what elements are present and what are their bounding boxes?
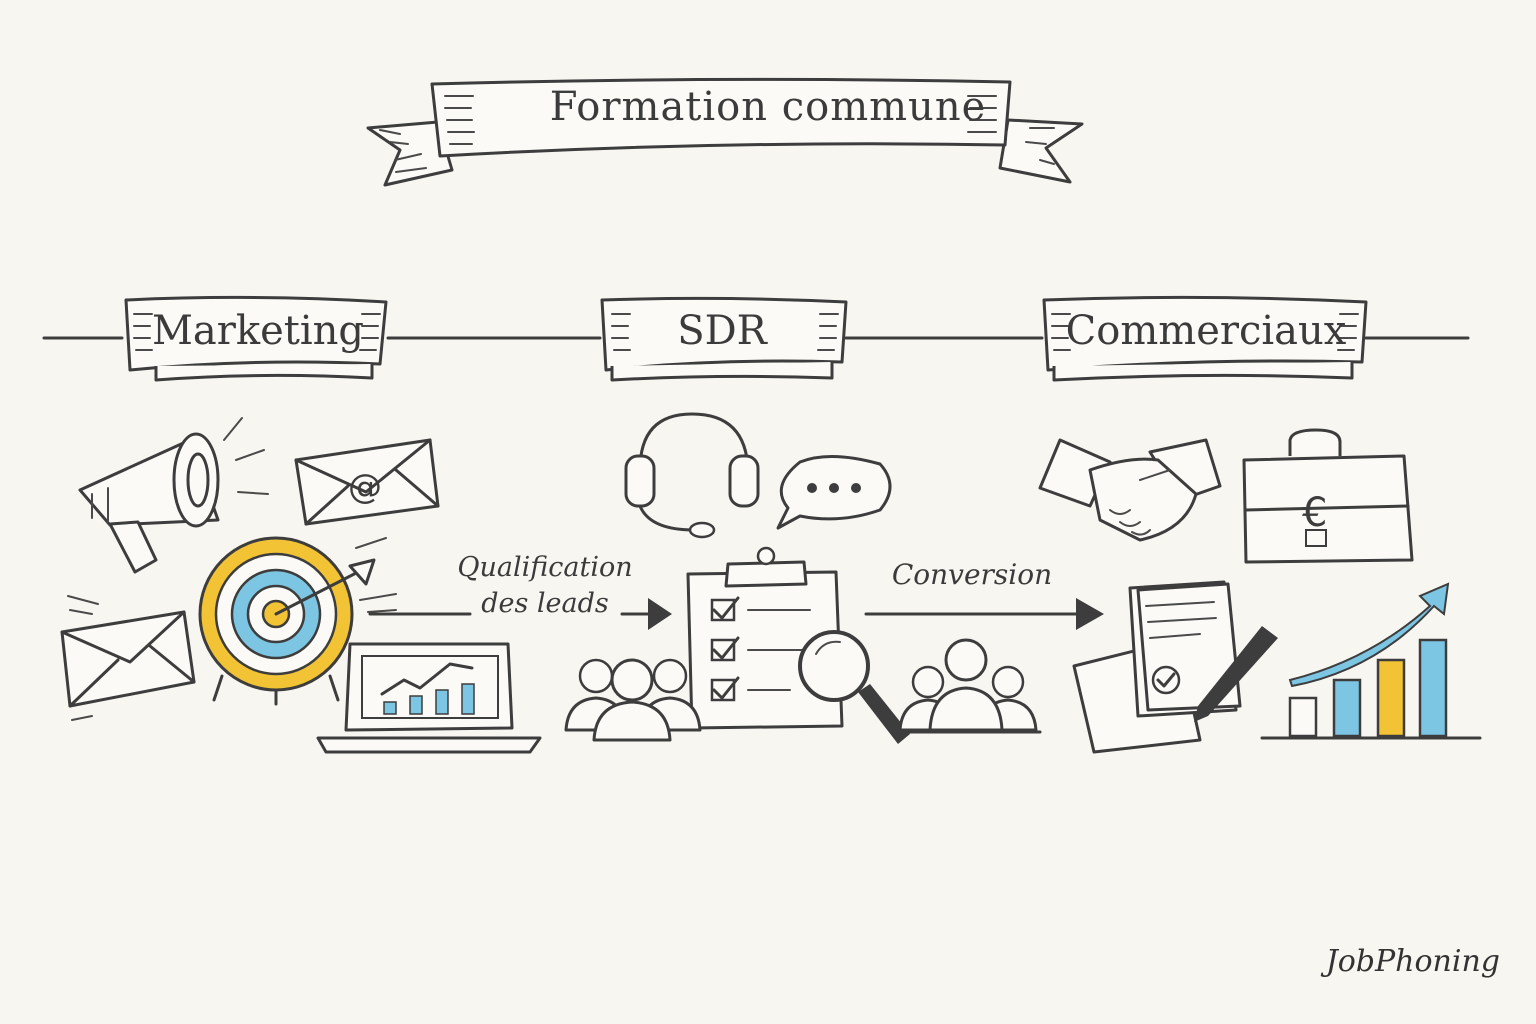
arrow-conversion bbox=[864, 598, 1104, 630]
magnifier-icon bbox=[798, 630, 910, 744]
diagram-title: Formation commune bbox=[549, 84, 987, 130]
headset-icon bbox=[624, 412, 760, 539]
laptop-chart-icon bbox=[316, 642, 542, 754]
envelope-icon bbox=[60, 595, 196, 721]
svg-text:@: @ bbox=[348, 467, 382, 507]
svg-text:€: € bbox=[1302, 490, 1327, 536]
growth-chart-icon bbox=[1260, 582, 1482, 740]
stage-banner-commerciaux bbox=[1042, 295, 1368, 382]
speech-bubble-icon bbox=[776, 455, 892, 530]
target-arrow-icon bbox=[198, 536, 397, 706]
people-group-icon bbox=[894, 638, 1042, 734]
stage-label-marketing: Marketing bbox=[151, 308, 365, 354]
stage-label-sdr: SDR bbox=[677, 308, 767, 354]
handshake-icon bbox=[1038, 438, 1222, 542]
briefcase-euro-icon: € bbox=[1242, 428, 1414, 564]
flow-label-qualification-line2: des leads bbox=[481, 588, 609, 619]
flow-label-qualification: Qualification des leads bbox=[457, 550, 632, 622]
checklist-clipboard-icon bbox=[686, 546, 844, 730]
megaphone-icon bbox=[78, 417, 269, 574]
signed-contract-icon bbox=[1072, 580, 1278, 754]
stage-banner-sdr bbox=[600, 296, 848, 382]
stage-label-commerciaux: Commerciaux bbox=[1065, 308, 1347, 354]
stage-banner-marketing bbox=[124, 295, 388, 382]
flow-label-conversion: Conversion bbox=[891, 558, 1053, 591]
people-group-icon bbox=[564, 658, 702, 742]
title-ribbon bbox=[366, 77, 1084, 187]
email-at-icon: @ bbox=[294, 438, 440, 526]
arrow-qualification bbox=[368, 598, 672, 630]
flow-label-qualification-line1: Qualification bbox=[457, 552, 633, 583]
brand-logo: JobPhoning bbox=[1325, 944, 1500, 979]
